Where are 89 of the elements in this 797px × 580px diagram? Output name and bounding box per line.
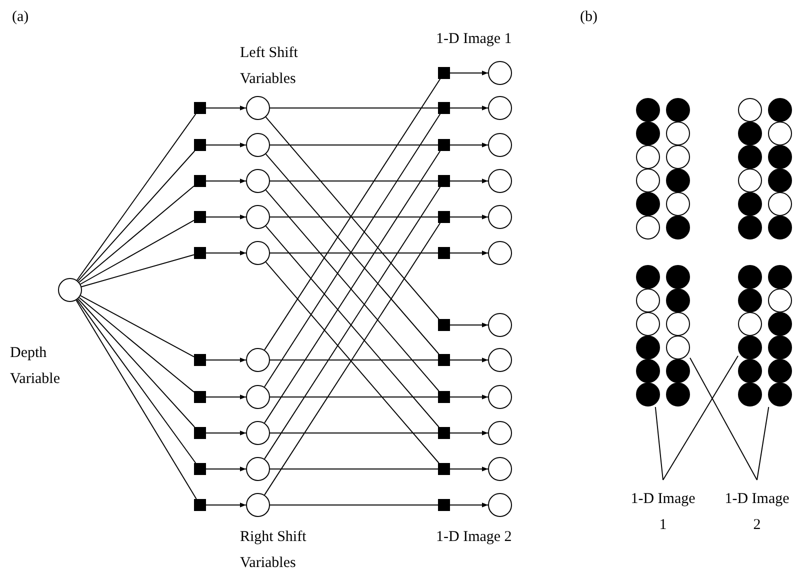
- factor-square: [194, 211, 206, 223]
- factor-square: [194, 354, 206, 366]
- node-caption: Depth Variable: [10, 344, 61, 389]
- connector-line: [264, 150, 441, 424]
- arrow: [206, 142, 246, 148]
- arrow: [450, 358, 488, 362]
- connector-line: [265, 190, 440, 392]
- arrow: [206, 214, 246, 220]
- factor-square: [194, 247, 206, 259]
- connector-line: [80, 220, 194, 285]
- circle-column: [738, 265, 762, 407]
- arrow: [206, 430, 246, 436]
- connector-line: [80, 295, 194, 358]
- factor-square: [438, 391, 450, 403]
- factor-square: [438, 247, 450, 259]
- connector-line: [756, 406, 770, 480]
- connector-line: [265, 116, 440, 320]
- factor-square: [194, 175, 206, 187]
- connector-line: [270, 216, 438, 218]
- factor-square: [438, 175, 450, 187]
- arrow: [206, 466, 246, 472]
- arrow: [206, 106, 246, 110]
- arrow: [450, 322, 488, 328]
- connector-line: [265, 262, 440, 464]
- arrow: [206, 250, 246, 256]
- arrow: [450, 178, 488, 184]
- connector-line: [265, 154, 440, 354]
- arrow: [450, 142, 488, 148]
- factor-square: [438, 139, 450, 151]
- factor-square: [194, 391, 206, 403]
- arrow: [450, 106, 488, 110]
- panel-label: (a): [12, 8, 30, 27]
- factor-square: [438, 67, 450, 79]
- factor-square: [438, 354, 450, 366]
- image-label: 1-D Image 2: [722, 480, 792, 530]
- factor-square: [194, 463, 206, 475]
- connector-line: [78, 150, 196, 282]
- factor-square: [438, 427, 450, 439]
- arrow: [450, 394, 488, 400]
- factor-square: [438, 319, 450, 331]
- factor-square: [194, 499, 206, 511]
- arrow: [206, 358, 246, 362]
- connector-line: [81, 254, 194, 288]
- connector-line: [270, 432, 438, 434]
- circle-column: [666, 265, 690, 407]
- image-label: 1-D Image 1: [628, 480, 698, 530]
- arrow: [450, 250, 488, 256]
- arrow: [450, 430, 488, 436]
- group-label: 1-D Image 2: [436, 528, 513, 547]
- arrow: [450, 214, 488, 220]
- connector-line: [270, 504, 438, 506]
- connector-line: [270, 252, 438, 254]
- factor-square: [194, 102, 206, 114]
- group-label: Right Shift Variables: [240, 528, 308, 573]
- connector-line: [78, 186, 194, 283]
- connector-line: [690, 357, 758, 480]
- group-label: Left Shift Variables: [240, 44, 299, 89]
- arrow: [206, 178, 246, 184]
- connector-line: [270, 180, 438, 182]
- connector-line: [78, 298, 196, 428]
- factor-square: [438, 463, 450, 475]
- factor-square: [194, 427, 206, 439]
- circle-column: [636, 265, 660, 407]
- factor-square: [438, 102, 450, 114]
- connector-line: [264, 222, 441, 496]
- group-label: 1-D Image 1: [436, 30, 513, 49]
- connector-line: [270, 468, 438, 470]
- connector-line: [76, 300, 197, 500]
- circle-column: [768, 265, 792, 407]
- connector-line: [264, 78, 441, 350]
- connector-line: [76, 299, 196, 464]
- connector-line: [264, 186, 441, 460]
- connector-line: [78, 297, 194, 393]
- connector-line: [270, 396, 438, 398]
- arrow: [450, 70, 488, 76]
- panel-label: (b): [580, 8, 598, 27]
- connector-line: [264, 114, 441, 388]
- connector-line: [76, 114, 196, 281]
- connector-line: [654, 406, 664, 480]
- factor-square: [438, 211, 450, 223]
- arrow: [206, 394, 246, 400]
- factor-square: [438, 499, 450, 511]
- connector-line: [662, 355, 738, 480]
- arrow: [206, 502, 246, 508]
- arrow: [450, 502, 488, 508]
- arrow: [450, 466, 488, 472]
- factor-square: [194, 139, 206, 151]
- connector-line: [265, 226, 440, 428]
- connector-line: [270, 144, 438, 146]
